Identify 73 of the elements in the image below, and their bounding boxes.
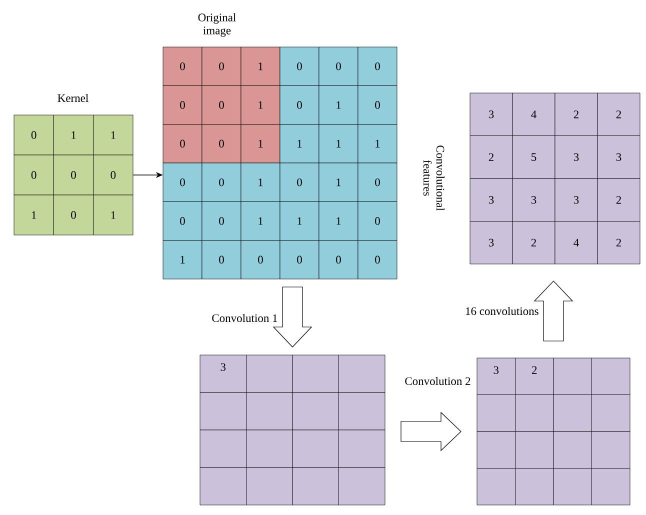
matrix-cell: 0: [358, 46, 398, 86]
matrix-cell: 1: [240, 162, 280, 202]
matrix-cell: 3: [554, 136, 598, 179]
matrix-cell: 0: [14, 114, 54, 156]
matrix-cell: 1: [280, 124, 320, 164]
grid-title: Convolutional features: [423, 146, 445, 211]
matrix-cell: 0: [240, 240, 280, 280]
matrix-cell: 0: [202, 240, 242, 280]
matrix-cell: 3: [512, 178, 556, 222]
matrix-cell: 0: [53, 154, 94, 196]
matrix-cell: 0: [358, 240, 398, 280]
matrix-cell: 2: [597, 92, 640, 136]
matrix-cell: 0: [53, 194, 94, 236]
matrix-cell: 1: [318, 162, 358, 202]
matrix-cell: 1: [53, 114, 94, 156]
matrix-cell: 3: [470, 92, 513, 136]
matrix-cell: 3: [200, 354, 246, 393]
matrix-cell: 3: [554, 178, 598, 222]
grid-title: Kernel: [58, 94, 88, 102]
matrix-cell: 3: [597, 136, 640, 179]
matrix-cell: 1: [280, 201, 320, 241]
matrix-cell: 0: [162, 85, 202, 125]
matrix-cell: 1: [358, 124, 398, 164]
matrix-cell: 1: [93, 114, 134, 156]
edge-label: Convolution 1: [212, 314, 278, 322]
block-arrow: [400, 412, 462, 452]
matrix-cell: 1: [318, 201, 358, 241]
matrix-cell: 0: [280, 46, 320, 86]
matrix-cell: 3: [476, 358, 516, 395]
matrix-cell: 0: [202, 201, 242, 241]
matrix-cell: 0: [202, 162, 242, 202]
matrix-cell: 1: [162, 240, 202, 280]
matrix-cell: 1: [93, 194, 134, 236]
matrix-cell: 0: [93, 154, 134, 196]
matrix-cell: 0: [14, 154, 54, 196]
matrix-cell: 0: [162, 46, 202, 86]
matrix-cell: 1: [240, 124, 280, 164]
matrix-cell: 0: [162, 162, 202, 202]
matrix-cell: 1: [318, 124, 358, 164]
edge-label: 16 convolutions: [466, 306, 538, 316]
matrix-cell: 0: [318, 46, 358, 86]
edge-label: Convolution 2: [405, 376, 470, 386]
matrix-cell: 1: [240, 85, 280, 125]
matrix-cell: 0: [358, 162, 398, 202]
block-arrow: [272, 286, 312, 348]
matrix-cell: 1: [14, 194, 54, 236]
matrix-cell: 0: [358, 85, 398, 125]
matrix-cell: 0: [318, 240, 358, 280]
matrix-cell: 4: [554, 221, 598, 264]
block-arrow: [534, 280, 574, 342]
matrix-cell: 0: [202, 85, 242, 125]
matrix-cell: 3: [470, 178, 513, 222]
matrix-cell: 0: [280, 240, 320, 280]
matrix-cell: 2: [554, 92, 598, 136]
matrix-cell: 0: [280, 162, 320, 202]
matrix-cell: 2: [512, 221, 556, 264]
matrix-cell: 2: [597, 221, 640, 264]
matrix-cell: 5: [512, 136, 556, 179]
matrix-cell: 0: [202, 124, 242, 164]
matrix-cell: 2: [515, 358, 554, 395]
matrix-cell: 3: [470, 221, 513, 264]
matrix-cell: 0: [162, 124, 202, 164]
matrix-cell: 1: [318, 85, 358, 125]
matrix-cell: 0: [280, 85, 320, 125]
matrix-cell: 0: [162, 201, 202, 241]
matrix-cell: 1: [240, 201, 280, 241]
matrix-cell: 0: [202, 46, 242, 86]
matrix-cell: 4: [512, 92, 556, 136]
matrix-cell: 1: [240, 46, 280, 86]
grid-title: Original image: [198, 13, 236, 37]
matrix-cell: 2: [597, 178, 640, 222]
matrix-cell: 2: [470, 136, 513, 179]
matrix-cell: 0: [358, 201, 398, 241]
